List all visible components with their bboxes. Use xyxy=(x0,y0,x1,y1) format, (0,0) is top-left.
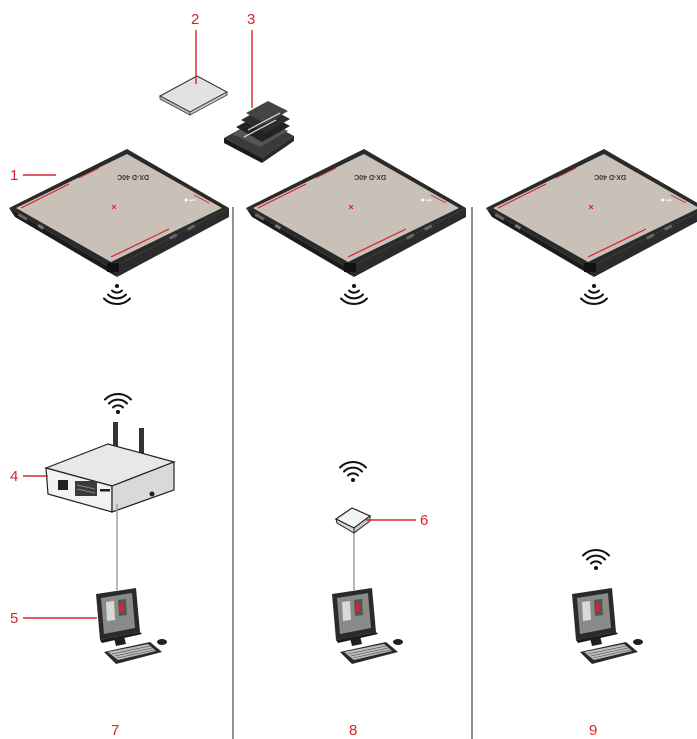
callout-8: 8 xyxy=(349,722,357,739)
detector-model-text: DX-D 40C xyxy=(594,173,626,180)
wireless-access-point xyxy=(334,507,372,534)
detector-brand-text: agfa xyxy=(666,198,673,202)
callout-4: 4 xyxy=(10,468,18,485)
computer-workstation-2 xyxy=(331,587,404,665)
detector-model-text: DX-D 40C xyxy=(354,173,386,180)
callout-6: 6 xyxy=(420,512,428,529)
detector-panel-3: DX-D 40C agfa xyxy=(485,148,697,278)
detector-model-text: DX-D 40C xyxy=(117,173,149,180)
callout-2: 2 xyxy=(191,11,199,28)
detector-brand-text: agfa xyxy=(189,198,196,202)
callout-9: 9 xyxy=(589,722,597,739)
detector-panel-2: DX-D 40C agfa xyxy=(245,148,467,278)
wifi-signal-icon xyxy=(582,548,610,571)
battery-charger xyxy=(224,101,294,163)
wifi-signal-icon xyxy=(104,392,132,415)
callout-7: 7 xyxy=(111,722,119,739)
callout-3: 3 xyxy=(247,11,255,28)
computer-workstation-1 xyxy=(95,587,168,665)
wifi-signal-icon xyxy=(340,283,368,306)
detector-brand-text: agfa xyxy=(426,198,433,202)
wifi-signal-icon xyxy=(339,460,367,483)
memory-card xyxy=(158,75,229,116)
detector-panel-1: DX-D 40C agfa xyxy=(8,148,230,278)
callout-5: 5 xyxy=(10,610,18,627)
wifi-signal-icon xyxy=(580,283,608,306)
wireless-router xyxy=(44,422,176,513)
computer-workstation-3 xyxy=(571,587,644,665)
callout-leaders xyxy=(23,30,416,619)
callout-1: 1 xyxy=(10,167,18,184)
wifi-signal-icon xyxy=(103,283,131,306)
